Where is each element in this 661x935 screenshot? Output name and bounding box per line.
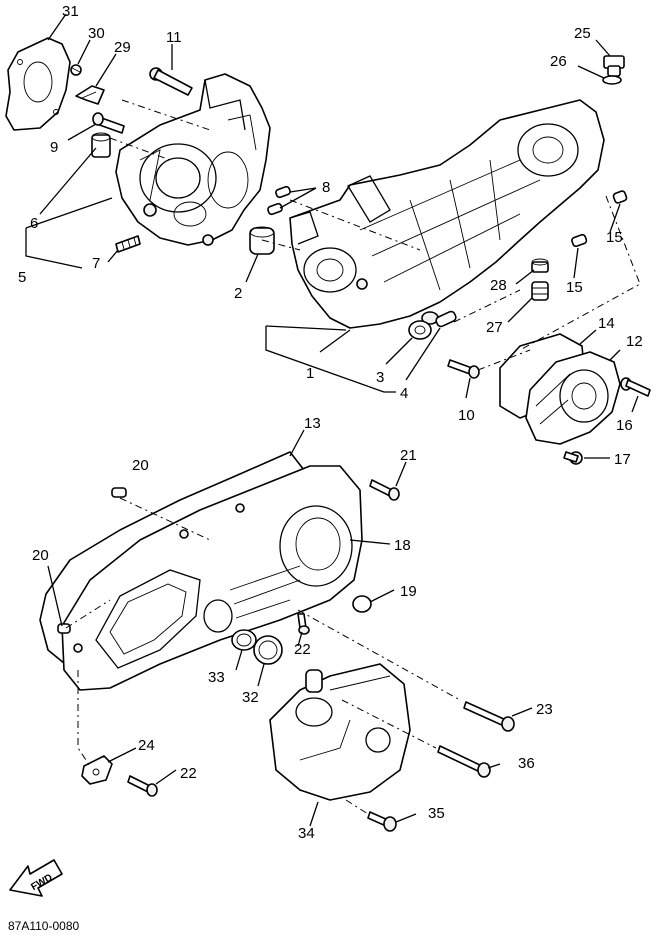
callout-3: 3 xyxy=(376,369,384,386)
bolt-35 xyxy=(367,811,397,832)
callout-15-b: 15 xyxy=(566,279,583,296)
bolt-27 xyxy=(531,281,549,301)
callout-5: 5 xyxy=(18,269,26,286)
bracket-24 xyxy=(81,755,113,785)
pin-4 xyxy=(435,310,457,328)
right-crankcase-half xyxy=(289,99,605,329)
dowel-pins-8 xyxy=(267,185,291,216)
dowel-15-a xyxy=(612,190,628,204)
figure-code: 87A110-0080 xyxy=(8,919,80,933)
cover-12 xyxy=(525,351,621,445)
callout-13: 13 xyxy=(304,415,321,432)
left-crankcase-half xyxy=(91,73,271,246)
cover-34 xyxy=(269,663,411,801)
callout-23: 23 xyxy=(536,701,553,718)
callout-20-b: 20 xyxy=(32,547,49,564)
callout-22-a: 22 xyxy=(294,641,311,658)
callout-19: 19 xyxy=(400,583,417,600)
callout-2: 2 xyxy=(234,285,242,302)
bolt-17 xyxy=(563,451,583,465)
callout-6: 6 xyxy=(30,215,38,232)
callout-12: 12 xyxy=(626,333,643,350)
cvt-cover-18 xyxy=(61,465,363,691)
leader-lines xyxy=(25,13,641,827)
callout-labels: 31 30 29 11 9 6 5 7 8 2 1 3 4 10 25 26 1… xyxy=(18,3,643,842)
callout-31: 31 xyxy=(62,3,79,20)
callout-24: 24 xyxy=(138,737,155,754)
o-ring-26 xyxy=(602,75,622,85)
damper-28 xyxy=(531,258,549,273)
bolt-7 xyxy=(115,235,141,253)
dowel-20-b xyxy=(57,623,71,634)
callout-36: 36 xyxy=(518,755,535,772)
callout-25: 25 xyxy=(574,25,591,42)
callout-16: 16 xyxy=(616,417,633,434)
bolt-11 xyxy=(149,67,193,96)
callout-15-a: 15 xyxy=(606,229,623,246)
seal-3 xyxy=(408,320,432,340)
callout-9: 9 xyxy=(50,139,58,156)
bolt-23 xyxy=(463,701,515,732)
plug-19 xyxy=(352,595,372,613)
callout-30: 30 xyxy=(88,25,105,42)
callout-22-b: 22 xyxy=(180,765,197,782)
callout-34: 34 xyxy=(298,825,315,842)
callout-33: 33 xyxy=(208,669,225,686)
callout-10: 10 xyxy=(458,407,475,424)
bolt-36 xyxy=(437,745,491,778)
callout-8: 8 xyxy=(322,179,330,196)
bolt-9 xyxy=(92,112,125,134)
callout-11: 11 xyxy=(166,29,182,46)
callout-26: 26 xyxy=(550,53,567,70)
dowel-20-a xyxy=(111,487,127,498)
cap-32 xyxy=(253,635,283,665)
bolt-16 xyxy=(620,377,651,397)
clip-29 xyxy=(75,85,105,105)
callout-20-a: 20 xyxy=(132,457,149,474)
callout-18: 18 xyxy=(394,537,411,554)
callout-32: 32 xyxy=(242,689,259,706)
callout-28: 28 xyxy=(490,277,507,294)
bolt-22-a xyxy=(297,613,310,635)
bolt-30 xyxy=(70,64,82,76)
drain-plug-25 xyxy=(603,55,625,77)
fwd-arrow: FWD xyxy=(9,859,63,897)
callout-1: 1 xyxy=(306,365,314,382)
gasket-31 xyxy=(5,37,71,131)
bolt-21 xyxy=(369,479,400,501)
callout-29: 29 xyxy=(114,39,131,56)
callout-21: 21 xyxy=(400,447,417,464)
bolt-22-b xyxy=(127,775,158,797)
callout-4: 4 xyxy=(400,385,408,402)
callout-35: 35 xyxy=(428,805,445,822)
callout-27: 27 xyxy=(486,319,503,336)
callout-14: 14 xyxy=(598,315,615,332)
bushing-2 xyxy=(249,226,275,255)
o-ring-33 xyxy=(231,629,257,651)
dowel-15-b xyxy=(571,233,588,248)
callout-17: 17 xyxy=(614,451,631,468)
bolt-10 xyxy=(447,359,480,379)
callout-7: 7 xyxy=(92,255,100,272)
